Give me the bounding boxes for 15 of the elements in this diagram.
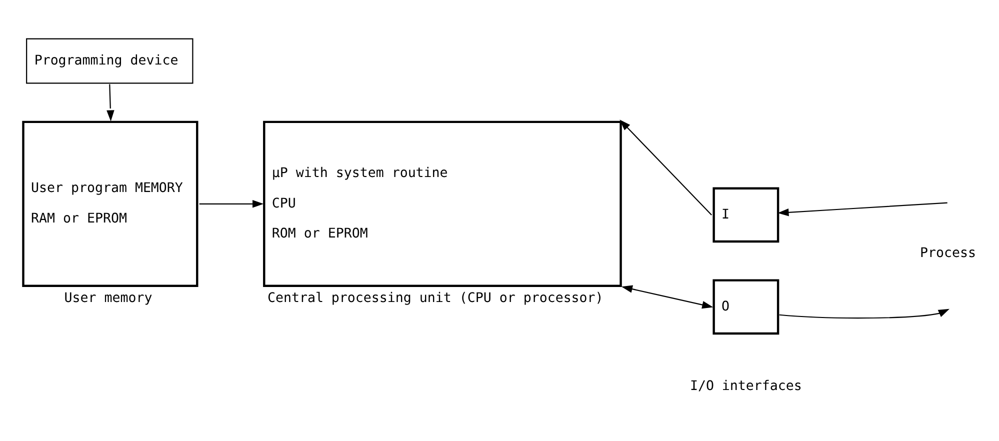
node-box: User program MEMORY RAM or EPROM <box>22 120 198 287</box>
node-box: Programming device <box>26 38 194 84</box>
arrow <box>779 308 950 319</box>
arrow <box>620 120 712 216</box>
label: I/O interfaces <box>690 379 802 394</box>
label: Process <box>920 246 976 262</box>
arrow <box>106 84 114 122</box>
node-box: I <box>712 187 780 243</box>
arrow <box>621 285 714 309</box>
node-label: User memory <box>64 291 152 306</box>
arrow <box>199 200 264 208</box>
arrow <box>778 202 948 216</box>
node-box: O <box>712 279 780 335</box>
node-box: μP with system routine CPU ROM or EPROM <box>263 120 622 287</box>
node-label: Central processing unit (CPU or processor) <box>267 291 604 306</box>
